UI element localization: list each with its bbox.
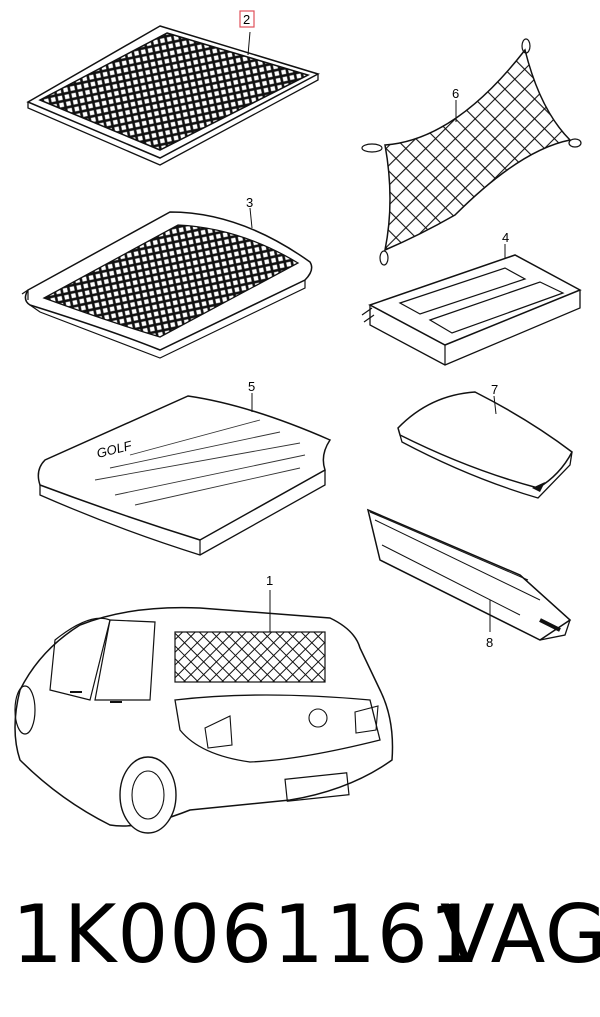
luggage-net-part-6 xyxy=(361,38,582,266)
callout-7: 7 xyxy=(491,382,498,397)
callout-3: 3 xyxy=(246,195,253,210)
car-illustration-part-1 xyxy=(14,590,394,834)
callout-1: 1 xyxy=(266,573,273,588)
brand-label: VAG xyxy=(440,888,600,981)
boot-liner-part-5: GOLF xyxy=(37,393,332,556)
callout-6: 6 xyxy=(452,86,459,101)
callout-2: 2 xyxy=(239,10,255,28)
callout-highlight-box xyxy=(239,10,255,28)
boot-cushion-part-7 xyxy=(397,391,573,499)
callout-4: 4 xyxy=(502,230,509,245)
luggage-cover-part-8 xyxy=(366,508,572,641)
callout-5: 5 xyxy=(248,379,255,394)
part-number: 1K0061161 xyxy=(12,888,481,981)
callout-label: 2 xyxy=(243,12,250,27)
parcel-shelf-part-4 xyxy=(361,244,582,366)
boot-mat-part-2 xyxy=(26,25,320,166)
callout-8: 8 xyxy=(486,635,493,650)
boot-tray-part-3 xyxy=(21,207,313,359)
